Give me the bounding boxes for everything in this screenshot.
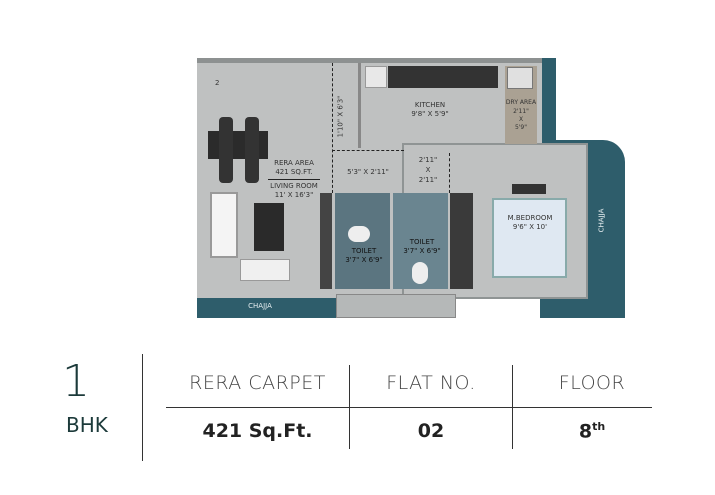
toilet-2-wc	[412, 262, 428, 284]
floor-plan: 2 RERA AREA 421 SQ.FT. LIVING ROOM 11' X…	[197, 58, 625, 318]
dining-chair	[219, 117, 233, 183]
dry-area-dim: 5'9"	[514, 124, 528, 131]
toilet-1-wc	[348, 226, 370, 242]
divider-dashed	[332, 63, 333, 193]
dry-area-dim: 2'11"	[513, 108, 529, 115]
floor-suffix: th	[592, 420, 606, 433]
bhk-number: 1	[62, 356, 90, 407]
rera-area-label: RERA AREA	[274, 159, 314, 167]
kitchen-sink	[365, 66, 387, 88]
chajja-right-label: CHAJJA	[597, 208, 606, 233]
chajja-bottom-area	[197, 296, 337, 318]
wardrobe	[450, 193, 473, 289]
side-table	[512, 184, 546, 194]
dining-table	[208, 131, 268, 159]
dining-chair	[245, 117, 259, 183]
toilet-1-dim: 3'7" X 6'9"	[345, 256, 383, 264]
bedroom-dim: 9'6" X 10'	[512, 223, 548, 231]
sofa	[210, 192, 238, 258]
washing-machine	[507, 67, 533, 89]
kitchen-wall	[358, 63, 361, 148]
floor-number: 8	[578, 420, 593, 443]
column-divider	[349, 365, 350, 449]
bed	[492, 198, 567, 278]
lobby-dim: 5'3" X 2'11"	[347, 168, 389, 176]
sofa-seat	[240, 259, 290, 281]
toilet-2-label: TOILET	[409, 238, 435, 246]
divider	[142, 354, 143, 461]
small-area-x: X	[425, 166, 431, 174]
dry-area-x: X	[518, 116, 524, 123]
living-room-label: LIVING ROOM	[270, 182, 318, 190]
small-area-dim: 2'11"	[418, 176, 438, 184]
flat-no-value: 02	[417, 420, 445, 442]
divider-dashed	[449, 153, 450, 193]
floor-header: FLOOR	[558, 372, 626, 394]
passage-dim: 1'10" X 6'3"	[336, 95, 345, 138]
kitchen-label: KITCHEN	[414, 101, 446, 109]
kitchen-counter	[388, 66, 498, 88]
floor-value: 8th	[512, 420, 672, 442]
kitchen-dim: 9'8" X 5'9"	[411, 110, 449, 118]
dry-area-label: DRY AREA	[505, 99, 537, 106]
rug	[254, 203, 284, 251]
bedroom-label: M.BEDROOM	[507, 214, 553, 222]
rera-underline	[268, 179, 320, 180]
flat-no-header: FLAT NO.	[386, 372, 476, 394]
balcony-strip	[336, 294, 456, 318]
bhk-label: BHK	[66, 413, 108, 437]
door-number: 2	[215, 79, 220, 87]
small-area-dim: 2'11"	[418, 156, 438, 164]
passage-wall	[320, 193, 332, 289]
rera-carpet-header: RERA CARPET	[189, 372, 326, 394]
table-header-rule	[166, 407, 652, 408]
chajja-bottom-label: CHAJJA	[248, 302, 272, 310]
column-divider	[512, 365, 513, 449]
rera-sqft-label: 421 SQ.FT.	[275, 168, 313, 176]
toilet-2-dim: 3'7" X 6'9"	[403, 247, 441, 255]
divider-dashed	[332, 150, 404, 151]
toilet-1-label: TOILET	[351, 247, 377, 255]
living-room-dim: 11' X 16'3"	[274, 191, 314, 199]
rera-carpet-value: 421 Sq.Ft.	[202, 420, 313, 442]
top-wall	[197, 58, 542, 63]
